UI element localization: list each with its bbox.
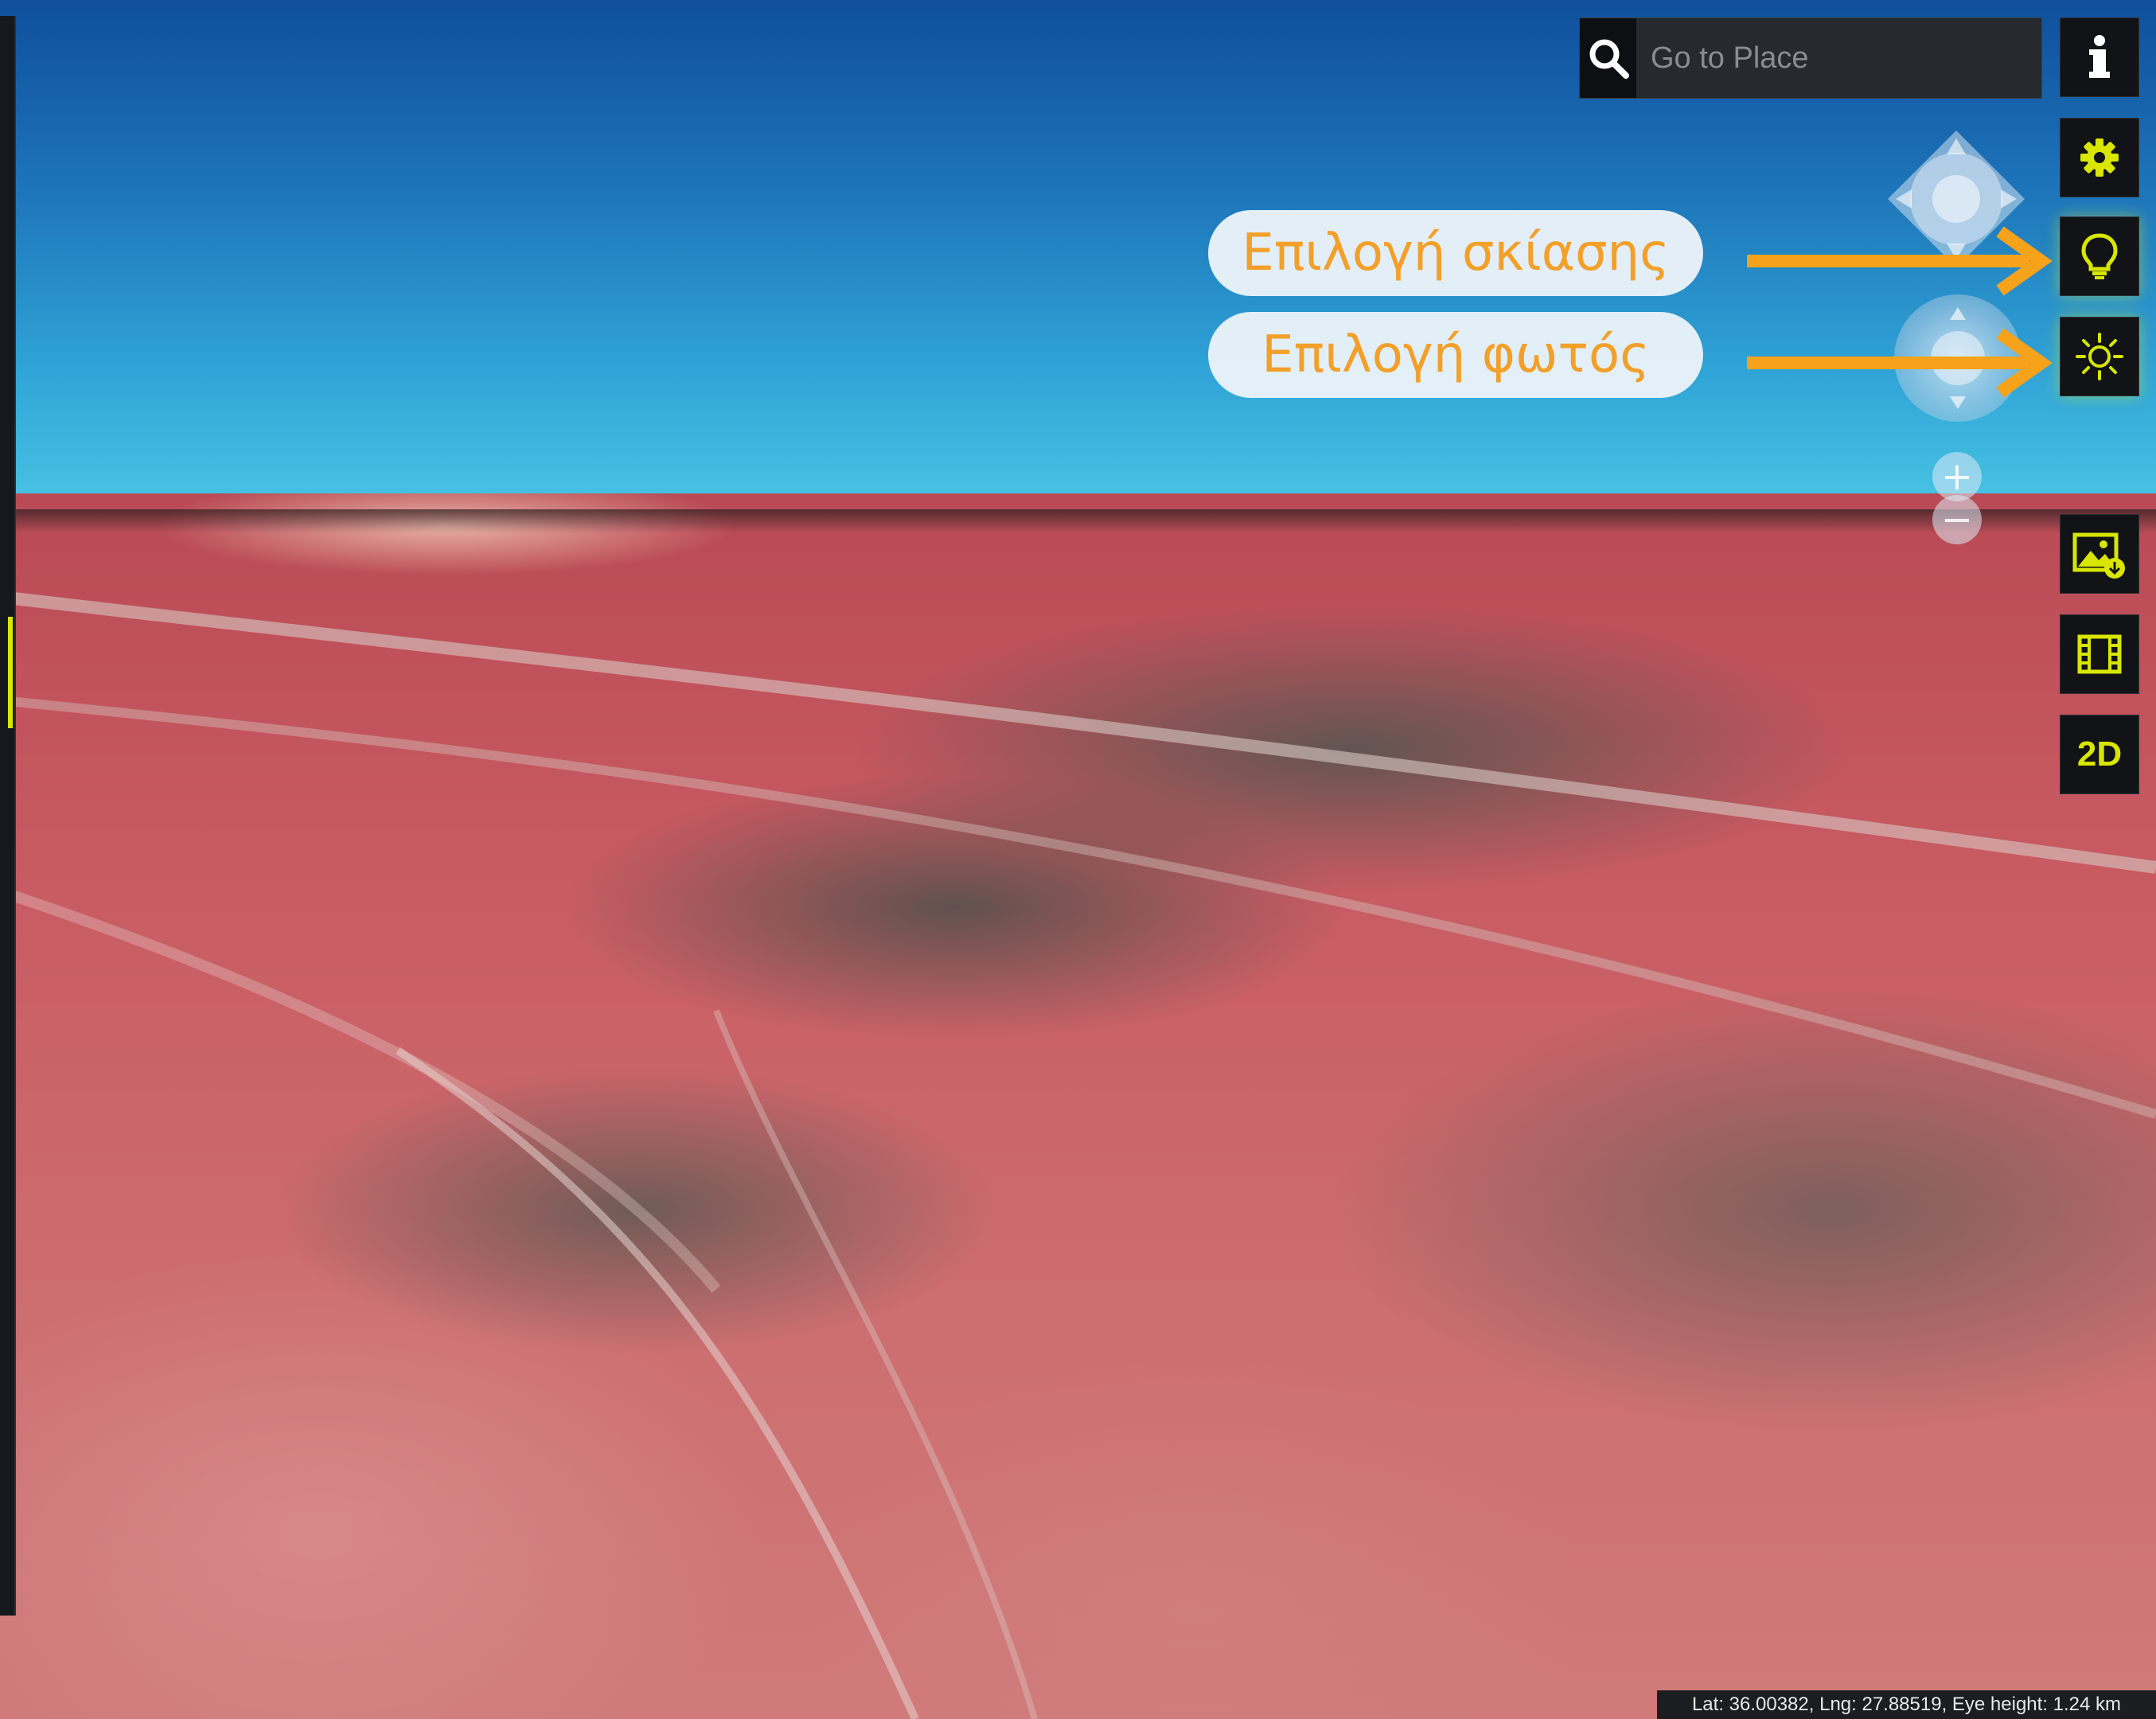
coordinates-status: Lat: 36.00382, Lng: 27.88519, Eye height… bbox=[1657, 1690, 2156, 1719]
zoom-out-button[interactable]: − bbox=[1932, 495, 1982, 544]
gear-icon bbox=[2080, 138, 2119, 177]
search-icon bbox=[1589, 39, 1629, 79]
image-download-icon bbox=[2072, 532, 2125, 579]
settings-button[interactable] bbox=[2060, 118, 2139, 197]
horizon bbox=[0, 509, 2156, 533]
video-button[interactable] bbox=[2060, 614, 2139, 694]
info-button[interactable] bbox=[2060, 18, 2139, 97]
lighting-callout: Επιλογή φωτός bbox=[1208, 312, 1703, 398]
search-input[interactable] bbox=[1636, 18, 2041, 99]
export-image-button[interactable] bbox=[2060, 514, 2139, 594]
info-icon bbox=[2089, 35, 2110, 78]
search-button[interactable] bbox=[1580, 18, 1636, 98]
lighting-arrow-icon bbox=[1747, 328, 2053, 398]
terrain-3d-view[interactable] bbox=[0, 493, 2156, 1719]
terrain-texture bbox=[0, 591, 2156, 1719]
2d-mode-button[interactable]: 2D bbox=[2060, 715, 2139, 794]
shading-callout: Επιλογή σκίασης bbox=[1208, 210, 1703, 296]
sun-icon bbox=[2076, 333, 2123, 380]
lightbulb-icon bbox=[2081, 233, 2118, 279]
shading-arrow-icon bbox=[1747, 226, 2053, 296]
search-bar[interactable] bbox=[1579, 18, 2042, 99]
left-side-panel[interactable] bbox=[0, 16, 16, 1616]
panel-accent-marker bbox=[8, 617, 13, 728]
lighting-button[interactable] bbox=[2060, 317, 2139, 396]
film-icon bbox=[2077, 634, 2122, 674]
zoom-in-button[interactable]: + bbox=[1932, 452, 1982, 501]
pan-control[interactable] bbox=[1885, 127, 2028, 271]
shading-button[interactable] bbox=[2060, 216, 2139, 296]
